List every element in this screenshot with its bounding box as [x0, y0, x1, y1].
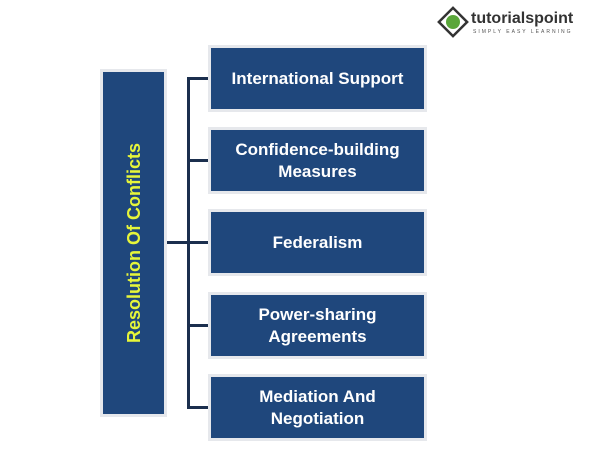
- connector-root: [167, 241, 189, 244]
- connector-branch: [187, 241, 210, 244]
- logo-text: tutorialspoint: [471, 10, 574, 27]
- connector-branch: [187, 159, 210, 162]
- branch-label: Power-sharing Agreements: [258, 304, 377, 346]
- logo-tagline: SIMPLY EASY LEARNING: [473, 29, 573, 35]
- branch-label: Mediation And Negotiation: [259, 386, 376, 428]
- branch-mediation: Mediation And Negotiation: [208, 374, 427, 441]
- branch-international-support: International Support: [208, 45, 427, 112]
- connector-branch: [187, 77, 210, 80]
- logo-icon: [437, 6, 469, 38]
- connector-branch: [187, 324, 210, 327]
- branch-label: Federalism: [272, 232, 363, 252]
- branch-label: Confidence-building Measures: [235, 139, 400, 181]
- tutorialspoint-logo: tutorialspoint SIMPLY EASY LEARNING: [437, 6, 597, 40]
- root-node: Resolution Of Conflicts: [100, 69, 167, 417]
- connector-branch: [187, 406, 210, 409]
- root-label: Resolution Of Conflicts: [123, 143, 144, 343]
- branch-confidence-building: Confidence-building Measures: [208, 127, 427, 194]
- branch-label: International Support: [231, 68, 404, 88]
- branch-federalism: Federalism: [208, 209, 427, 276]
- branch-power-sharing: Power-sharing Agreements: [208, 292, 427, 359]
